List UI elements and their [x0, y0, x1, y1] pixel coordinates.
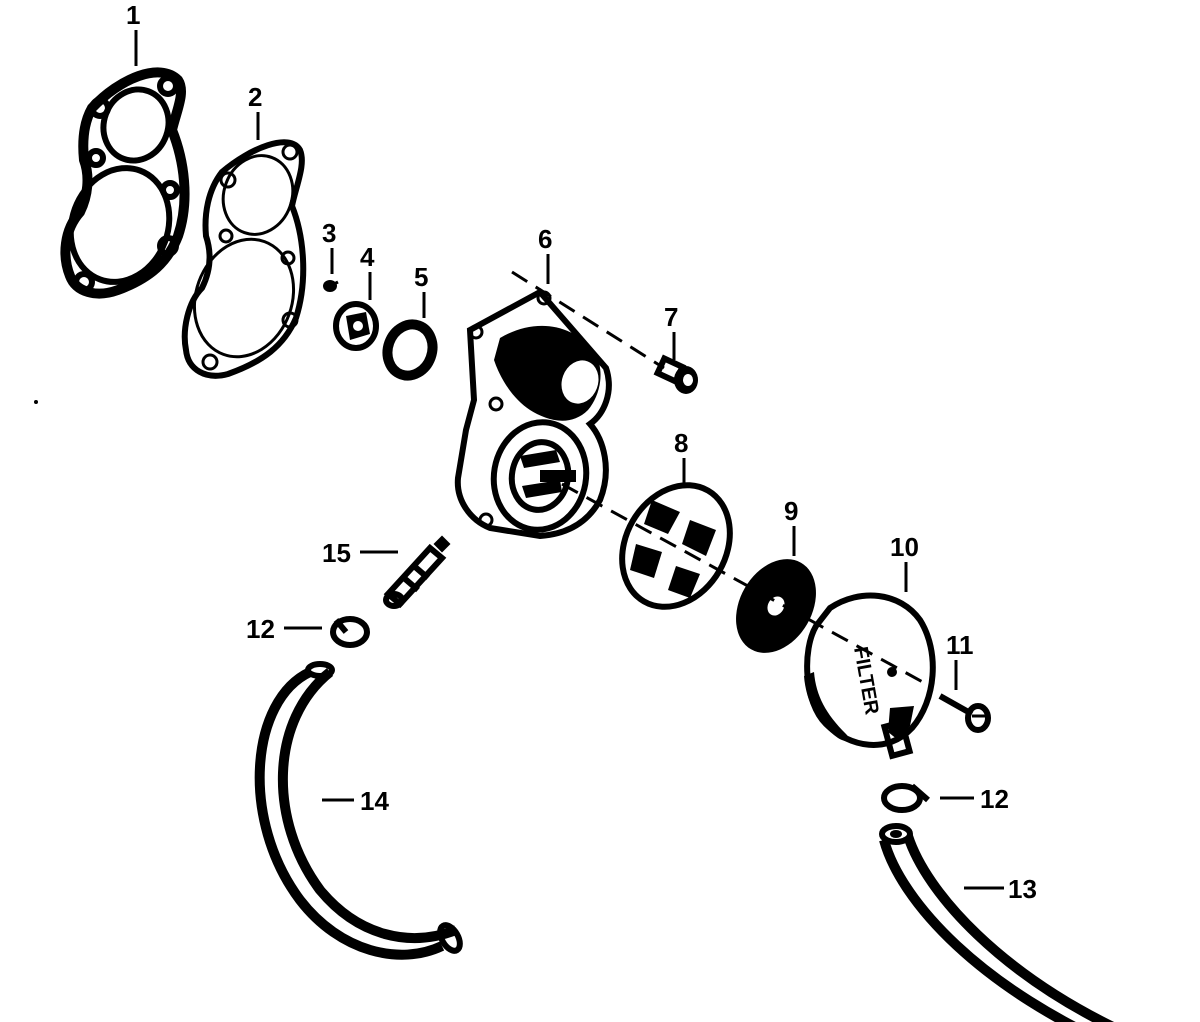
filter-label: FILTER [849, 645, 883, 717]
callout-7: 7 [664, 302, 678, 332]
callout-1: 1 [126, 0, 140, 30]
part-11-screw [938, 693, 991, 733]
callout-2: 2 [248, 82, 262, 112]
part-2-diaphragm [181, 139, 307, 379]
callout-14: 14 [360, 786, 389, 816]
callout-15: 15 [322, 538, 351, 568]
part-12-hose-clamp-left [330, 616, 370, 648]
part-9-gasket-ring [736, 559, 816, 653]
callout-6: 6 [538, 224, 552, 254]
part-7-fitting [653, 354, 698, 394]
part-5-o-ring [382, 319, 438, 381]
part-12-hose-clamp-right [881, 783, 930, 813]
callout-9: 9 [784, 496, 798, 526]
callout-10: 10 [890, 532, 919, 562]
callout-12-left: 12 [246, 614, 275, 644]
part-6-pump-body [454, 288, 612, 540]
part-4-check-valve [333, 301, 379, 351]
centerline-main [561, 482, 931, 688]
part-3-screw [323, 280, 339, 292]
part-13-hose [879, 823, 1115, 1022]
part-1-gasket [60, 67, 190, 299]
callout-5: 5 [414, 262, 428, 292]
stray-dot [34, 400, 38, 404]
callout-13: 13 [1008, 874, 1037, 904]
callout-8: 8 [674, 428, 688, 458]
part-14-hose [254, 661, 463, 960]
part-15-hose-fitting [383, 535, 451, 609]
callout-11: 11 [946, 630, 974, 660]
callout-4: 4 [360, 242, 375, 272]
centerline-upper [511, 270, 665, 370]
callout-12-right: 12 [980, 784, 1009, 814]
part-10-filter-cover: FILTER [804, 592, 936, 760]
callout-3: 3 [322, 218, 336, 248]
